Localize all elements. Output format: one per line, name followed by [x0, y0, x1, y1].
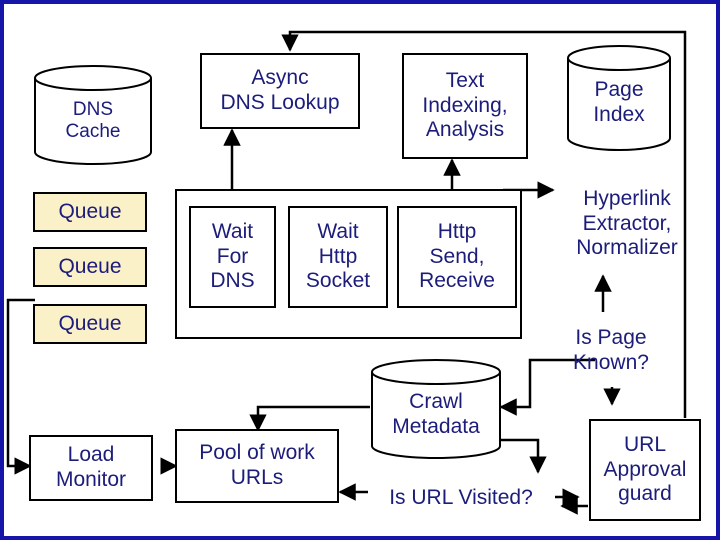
- pool-of-work-urls-label: Pool of work URLs: [199, 441, 315, 489]
- queue-1-label: Queue: [58, 199, 122, 223]
- queue-1-box: [33, 192, 147, 232]
- dns-cache-label: DNS Cache: [65, 98, 121, 142]
- load-monitor-box: [29, 435, 153, 501]
- page-index-label: Page Index: [593, 78, 645, 126]
- load-monitor-label: Load Monitor: [55, 443, 127, 491]
- arrow-top-feedback-loop: [281, 30, 687, 418]
- url-guard-box: [589, 419, 701, 521]
- page-index-node: [567, 45, 671, 151]
- hyperlink-extractor-label: Hyperlink Extractor, Normalizer: [576, 186, 678, 260]
- is-page-known-label: Is Page Known?: [573, 326, 649, 374]
- url-approval-guard-label: URL Approval guard: [603, 432, 687, 506]
- dns-cache-node: [34, 65, 152, 165]
- is-url-visited-label: Is URL Visited?: [389, 485, 533, 509]
- text-indexing-box: [402, 53, 528, 159]
- async-dns-box: [200, 53, 360, 129]
- crawl-metadata-node: [371, 359, 501, 459]
- wait-http-socket-label: Wait Http Socket: [305, 219, 371, 293]
- arrow-is-known-to-crawl-metadata: [499, 358, 595, 416]
- wait-http-box: [288, 206, 388, 308]
- pool-box: [175, 429, 339, 503]
- arrow-crawl-metadata-to-pool: [249, 405, 370, 432]
- crawl-metadata-label: Crawl Metadata: [392, 390, 480, 438]
- wait-for-dns-label: Wait For DNS: [210, 219, 255, 293]
- queue-2-box: [33, 247, 147, 287]
- http-send-box: [397, 206, 517, 308]
- wait-dns-box: [189, 206, 276, 308]
- async-dns-lookup-label: Async DNS Lookup: [220, 66, 340, 114]
- queue-3-label: Queue: [58, 311, 122, 335]
- queue-3-box: [33, 304, 147, 344]
- queue-2-label: Queue: [58, 254, 122, 278]
- text-indexing-label: Text Indexing, Analysis: [422, 68, 508, 142]
- http-send-receive-label: Http Send, Receive: [419, 219, 495, 293]
- connectors: [6, 30, 687, 515]
- arrow-crawl-metadata-to-is-visited: [500, 438, 547, 474]
- arrow-left-feedback-loop: [6, 298, 35, 475]
